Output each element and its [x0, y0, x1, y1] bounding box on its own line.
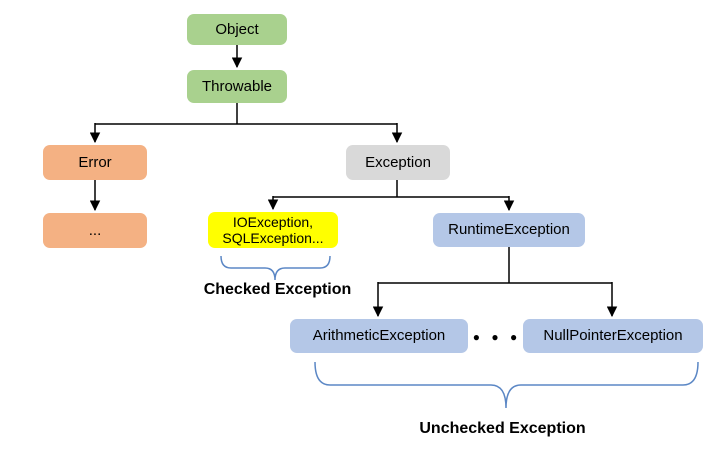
node-error-ellipsis: ...	[43, 213, 147, 248]
label-unchecked-exception: Unchecked Exception	[419, 420, 586, 437]
ellipsis-dots: ● ● ●	[472, 329, 522, 344]
brace-unchecked-exception	[314, 361, 699, 409]
node-nullpointer-exception: NullPointerException	[523, 319, 703, 353]
brace-checked-exception	[220, 255, 331, 281]
node-runtime-exception: RuntimeException	[433, 213, 585, 247]
node-error: Error	[43, 145, 147, 180]
node-throwable: Throwable	[187, 70, 287, 103]
label-checked-exception: Checked Exception	[203, 281, 352, 298]
node-object: Object	[187, 14, 287, 45]
node-exception: Exception	[346, 145, 450, 180]
node-arithmetic-exception: ArithmeticException	[290, 319, 468, 353]
node-checked-exceptions: IOException, SQLException...	[208, 212, 338, 248]
